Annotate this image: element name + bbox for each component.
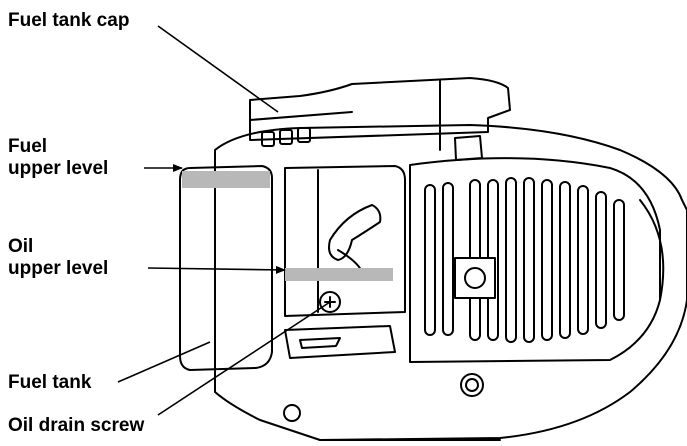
engine-housing	[214, 124, 687, 441]
oil-upper-level-band	[285, 268, 393, 281]
recoil-cover	[409, 157, 661, 363]
oil-cap-lever	[328, 204, 382, 261]
fuel-upper-level-band	[182, 171, 270, 188]
oil-drain-screw	[319, 291, 341, 313]
leader-oil-upper-level	[147, 265, 286, 274]
fuel-tank	[179, 165, 273, 371]
leader-oil-drain-screw	[157, 301, 331, 416]
tank-window	[284, 165, 406, 317]
label-fuel-upper-level: Fuel upper level	[8, 136, 109, 179]
label-fuel-tank: Fuel tank	[8, 372, 92, 393]
fuel-tank-cap	[249, 77, 511, 141]
leader-fuel-tank-cap	[157, 25, 279, 113]
label-fuel-tank-cap: Fuel tank cap	[8, 10, 130, 31]
label-oil-drain-screw: Oil drain screw	[8, 415, 145, 436]
leader-fuel-tank	[117, 341, 211, 383]
label-oil-upper-level: Oil upper level	[8, 236, 109, 279]
mount-bolt	[460, 373, 484, 397]
